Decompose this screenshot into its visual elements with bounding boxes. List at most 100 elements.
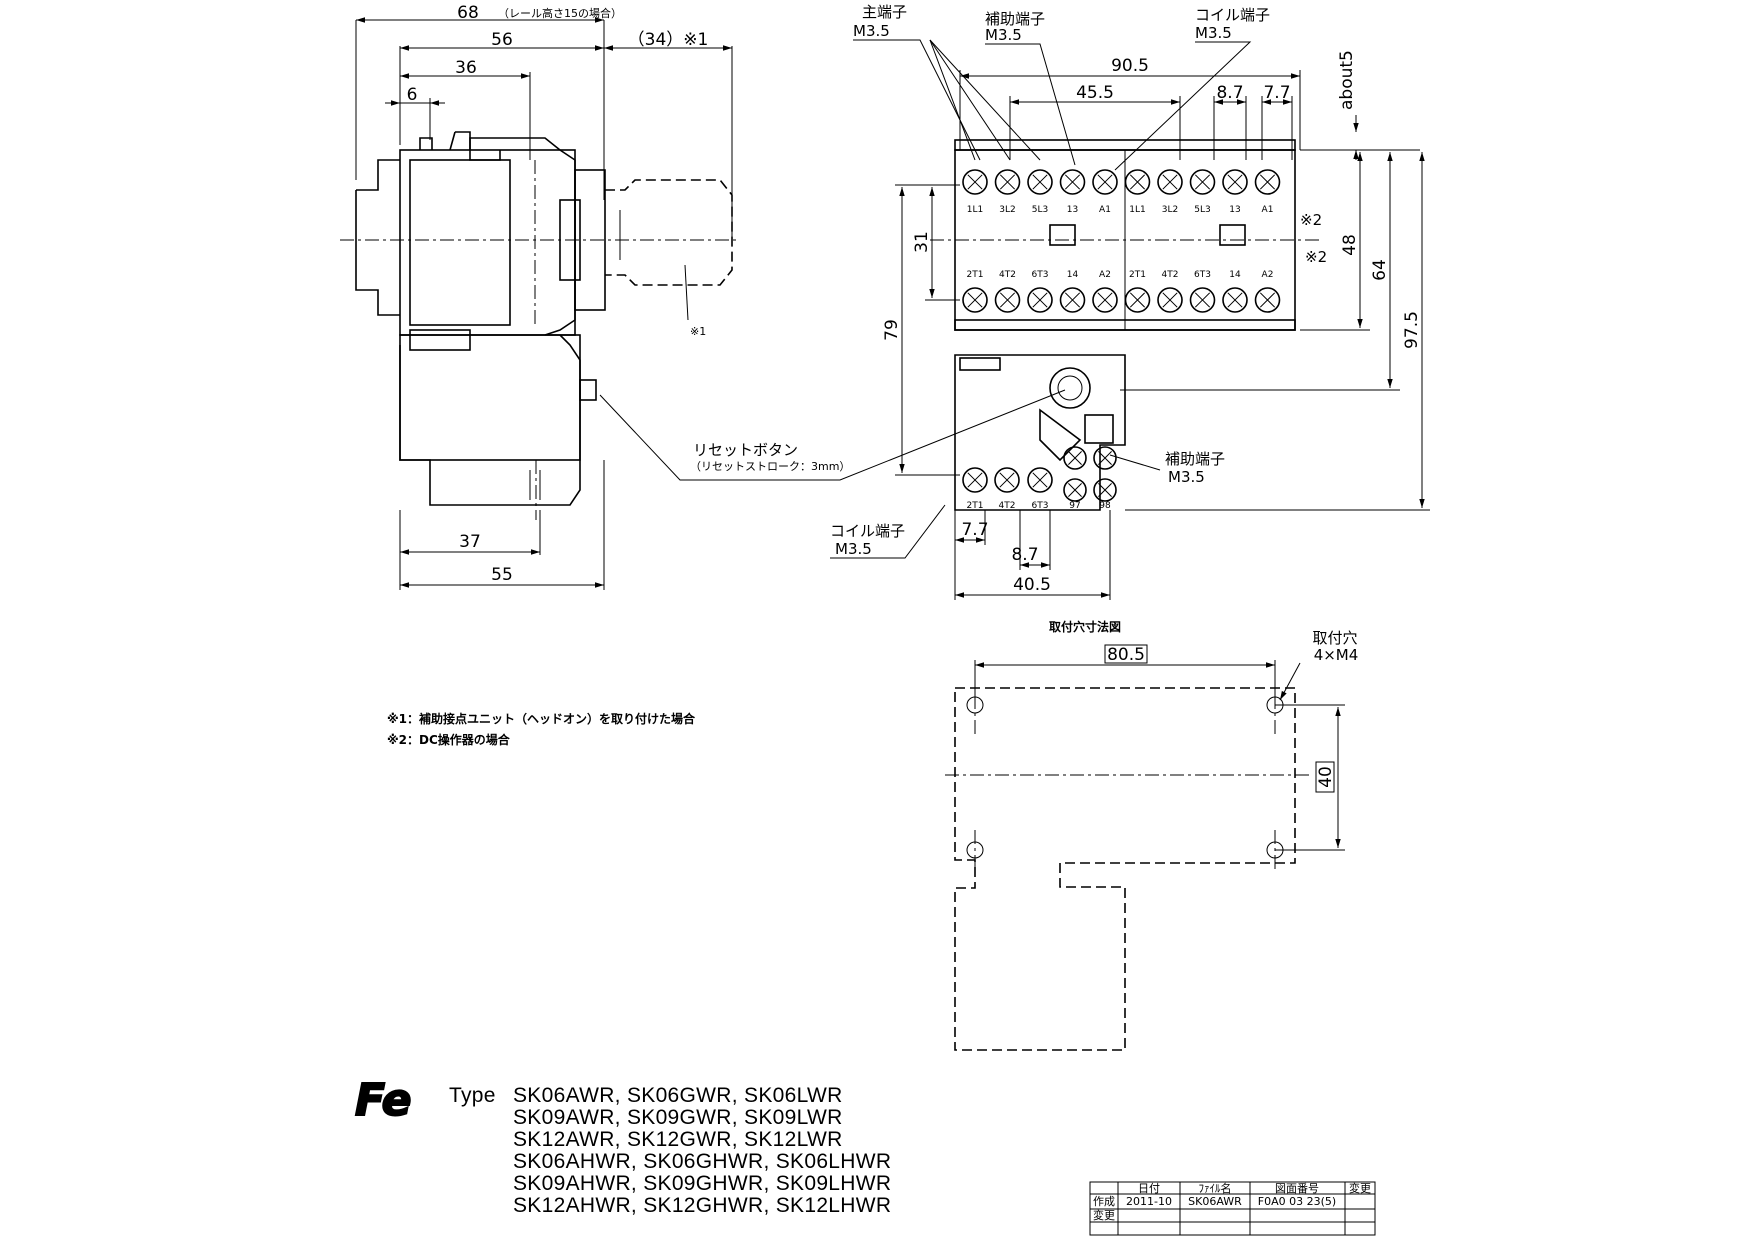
terminal-screw (1157, 169, 1183, 195)
terminal-label: 2T1 (967, 270, 984, 280)
screw-cross-icon (1259, 292, 1276, 308)
tb-row1-date: 2011-10 (1126, 1195, 1172, 1208)
screw-cross-icon (999, 292, 1016, 308)
screw-cross-icon (967, 292, 983, 308)
screw-cross-icon (999, 472, 1015, 488)
screw-cross-icon (1097, 292, 1113, 308)
screw-cross-icon (1162, 292, 1178, 308)
model-row: SK06AHWR, SK06GHWR, SK06LHWR (449, 1151, 891, 1173)
screw-cross-icon (1194, 174, 1211, 190)
screw-cross-icon (999, 174, 1016, 190)
model-line: SK12AWR, SK12GWR, SK12LWR (513, 1128, 843, 1151)
screw-cross-icon (1032, 292, 1048, 308)
fuji-logo: Fe (354, 1074, 412, 1127)
dim-7-7: 7.7 (1263, 83, 1290, 103)
tb-header-date: 日付 (1138, 1182, 1160, 1195)
terminal-screw (1027, 287, 1053, 313)
screw-cross-icon (1098, 451, 1112, 465)
mounting-hole-label: 取付穴 (1312, 629, 1357, 647)
dim-36: 36 (455, 58, 477, 78)
terminal-screw (1254, 287, 1281, 313)
model-row: SK09AHWR, SK09GHWR, SK09LHWR (449, 1173, 891, 1195)
tb-row2-label: 変更 (1093, 1208, 1115, 1222)
tb-row1-label: 作成 (1093, 1195, 1115, 1208)
tb-row1-drawing-no: F0A0 03 23(5) (1258, 1195, 1336, 1208)
tb-header-drawing-no: 図面番号 (1275, 1182, 1319, 1195)
dim-97-5: 97.5 (1402, 311, 1422, 349)
label-coil-terminal: コイル端子 (1195, 6, 1270, 24)
terminal-screw (1189, 287, 1216, 313)
terminal-label: 14 (1229, 270, 1241, 280)
model-row: SK12AHWR, SK12GHWR, SK12LHWR (449, 1195, 891, 1217)
mounting-diagram: 取付穴寸法図 取付穴 4×M4 80.5 40 (945, 619, 1359, 1051)
dim-56: 56 (491, 30, 513, 50)
terminal-screw (1063, 446, 1087, 470)
terminal-label: 1L1 (1129, 205, 1145, 215)
label-aux-terminal-2: 補助端子 (1165, 450, 1225, 468)
terminal-screw (1027, 467, 1053, 493)
label-about5: about5 (1337, 50, 1357, 110)
terminal-label: 13 (1229, 205, 1240, 215)
terminal-screw (1092, 169, 1118, 195)
screw-cross-icon (1068, 483, 1082, 497)
screw-cross-icon (1064, 292, 1081, 308)
dim-55: 55 (491, 565, 513, 585)
terminal-label: 2T1 (967, 501, 984, 511)
model-line: SK06AHWR, SK06GHWR, SK06LHWR (513, 1150, 892, 1173)
terminal-label: 1L1 (967, 205, 983, 215)
screw-cross-icon (967, 174, 983, 190)
terminal-screw (962, 287, 988, 313)
side-view: 68 （レール高さ15の場合） 56 （34）※1 36 6 ※1 (340, 3, 1066, 590)
dim-8-7b: 8.7 (1011, 545, 1038, 565)
screw-cross-icon (1259, 174, 1276, 190)
label-coil-terminal-2: コイル端子 (830, 522, 905, 540)
dim-37: 37 (459, 532, 481, 552)
dim-48: 48 (1340, 234, 1360, 256)
label-aux-terminal: 補助端子 (985, 10, 1045, 28)
label-reset-button: リセットボタン (693, 441, 798, 459)
terminal-screw (962, 467, 988, 493)
terminal-screw (994, 169, 1021, 195)
model-line: SK06AWR, SK06GWR, SK06LWR (513, 1084, 843, 1107)
screw-cross-icon (967, 472, 983, 488)
terminal-label: A1 (1262, 205, 1274, 215)
dim-64: 64 (1370, 259, 1390, 281)
terminal-label: 6T3 (1194, 270, 1211, 280)
terminal-label: 13 (1067, 205, 1078, 215)
label-main-terminal-size: M3.5 (853, 22, 890, 40)
dim-34: （34）※1 (628, 30, 709, 50)
terminal-screw (1059, 169, 1086, 195)
notes: ※1：補助接点ユニット（ヘッドオン）を取り付けた場合 ※2：DC操作器の場合 (387, 711, 696, 747)
dc-mark-1: ※2 (1300, 211, 1322, 229)
screw-cross-icon (1162, 174, 1178, 190)
model-line: SK09AWR, SK09GWR, SK09LWR (513, 1106, 843, 1129)
model-row: SK09AWR, SK09GWR, SK09LWR (449, 1107, 891, 1129)
terminal-label: 2T1 (1129, 270, 1146, 280)
terminal-screw (962, 169, 988, 195)
screw-cross-icon (1032, 174, 1048, 190)
dim-6: 6 (407, 85, 418, 105)
terminal-screw (1124, 169, 1151, 195)
title-block: 日付 ﾌｧｲﾙ名 図面番号 変更 作成 2011-10 SK06AWR F0A0… (1089, 1181, 1376, 1236)
terminal-label: 4T2 (999, 270, 1016, 280)
terminal-screw (1222, 169, 1248, 195)
terminal-screw (994, 467, 1020, 493)
model-line: SK12AHWR, SK12GHWR, SK12LHWR (513, 1194, 892, 1217)
terminal-label: A2 (1099, 270, 1111, 280)
dim-79: 79 (882, 319, 902, 341)
dc-mark-2: ※2 (1305, 248, 1327, 266)
mounting-hole-size: 4×M4 (1314, 646, 1359, 664)
screw-cross-icon (1194, 292, 1211, 308)
terminal-screw (1254, 169, 1281, 195)
logo-text: Fe (355, 1075, 411, 1126)
terminal-label: 5L3 (1194, 205, 1210, 215)
tb-header-change: 変更 (1349, 1181, 1371, 1195)
note-1: ※1：補助接点ユニット（ヘッドオン）を取り付けた場合 (387, 711, 696, 726)
terminal-label: 98 (1099, 501, 1111, 511)
dim-8-7: 8.7 (1216, 83, 1243, 103)
note-2: ※2：DC操作器の場合 (387, 732, 511, 747)
tb-header-file: ﾌｧｲﾙ名 (1199, 1181, 1232, 1195)
terminal-screw (1093, 446, 1117, 470)
